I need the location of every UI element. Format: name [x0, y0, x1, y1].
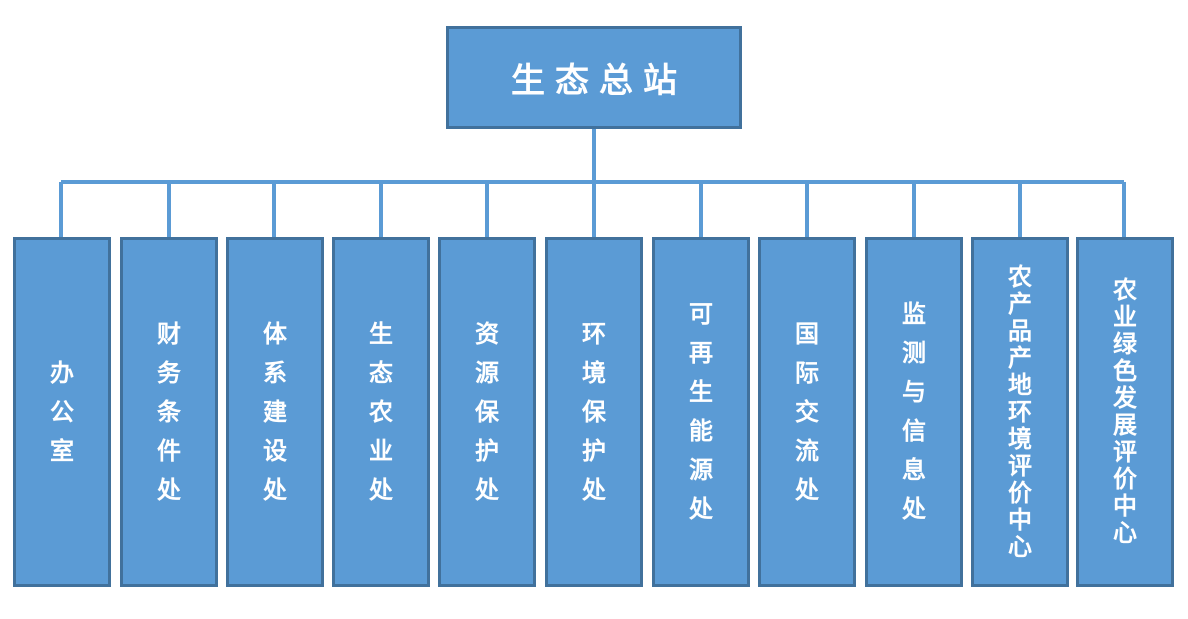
child-node-label: 监测与信息处: [902, 300, 926, 523]
child-node-eco-agriculture: 生态农业处: [332, 237, 430, 587]
child-node-label: 农业绿色发展评价中心: [1113, 276, 1137, 547]
child-node-office: 办公室: [13, 237, 111, 587]
child-node-origin-environment-center: 农产品产地环境评价中心: [971, 237, 1069, 587]
child-node-label: 财务条件处: [157, 319, 181, 504]
child-node-system-building: 体系建设处: [226, 237, 324, 587]
child-node-label: 资源保护处: [475, 319, 499, 504]
child-node-label: 体系建设处: [263, 319, 287, 504]
child-node-label: 生态农业处: [369, 319, 393, 504]
child-node-monitoring-information: 监测与信息处: [865, 237, 963, 587]
root-node-label: 生态总站: [511, 61, 687, 101]
child-node-renewable-energy: 可再生能源处: [652, 237, 750, 587]
root-node: 生态总站: [446, 26, 742, 129]
child-node-label: 办公室: [50, 358, 74, 465]
child-node-resource-protection: 资源保护处: [438, 237, 536, 587]
child-node-label: 环境保护处: [582, 319, 606, 504]
child-node-label: 国际交流处: [795, 319, 819, 504]
child-node-international-exchange: 国际交流处: [758, 237, 856, 587]
child-node-label: 农产品产地环境评价中心: [1008, 262, 1032, 561]
child-node-label: 可再生能源处: [689, 300, 713, 523]
child-node-environment-protection: 环境保护处: [545, 237, 643, 587]
child-node-green-development-center: 农业绿色发展评价中心: [1076, 237, 1174, 587]
child-node-finance: 财务条件处: [120, 237, 218, 587]
